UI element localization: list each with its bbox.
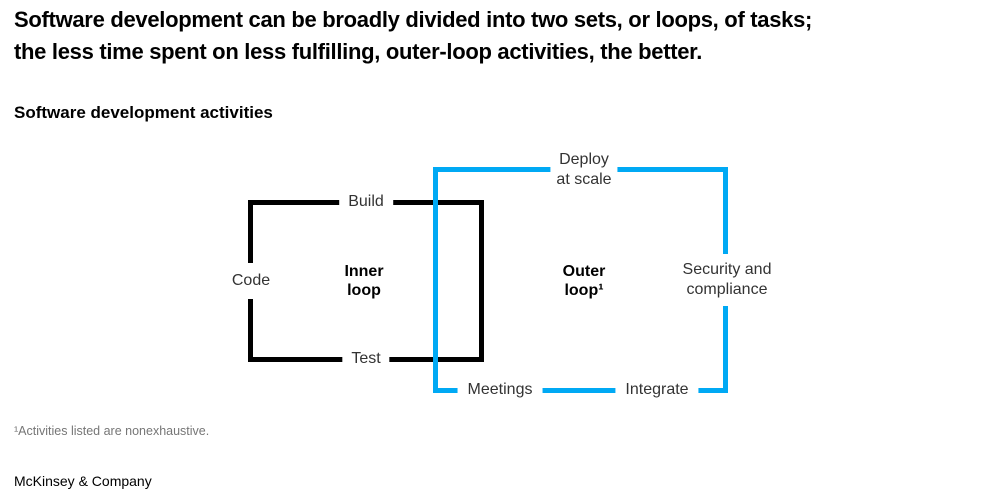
activity-label-build: Build [339,192,393,212]
source-attribution: McKinsey & Company [14,473,152,489]
inner-loop-name-line-2: loop [347,282,381,299]
exhibit-title-line-1: Software development can be broadly divi… [14,7,813,32]
exhibit-title: Software development can be broadly divi… [14,4,812,68]
activity-label-meetings: Meetings [457,380,543,400]
activity-label-security-compliance: Security and compliance [682,254,772,306]
exhibit-title-line-2: the less time spent on less fulfilling, … [14,39,703,64]
security-label-line-1: Security and [682,261,772,278]
activity-label-integrate: Integrate [615,380,699,400]
activity-label-deploy-at-scale: Deploy at scale [550,150,618,190]
deploy-label-line-2: at scale [556,171,612,188]
outer-loop-name-line-2: loop¹ [564,282,604,299]
footnote: ¹Activities listed are nonexhaustive. [14,424,210,438]
outer-loop-name-line-1: Outer [562,263,606,280]
outer-loop-name: Outer loop¹ [563,262,606,300]
inner-loop-name-line-1: Inner [344,263,384,280]
activity-label-code: Code [229,263,273,299]
inner-loop-name: Inner loop [344,262,383,300]
security-label-line-2: compliance [686,281,768,298]
deploy-label-line-1: Deploy [559,151,609,168]
activity-label-test: Test [342,349,390,369]
exhibit-subtitle: Software development activities [14,103,273,122]
